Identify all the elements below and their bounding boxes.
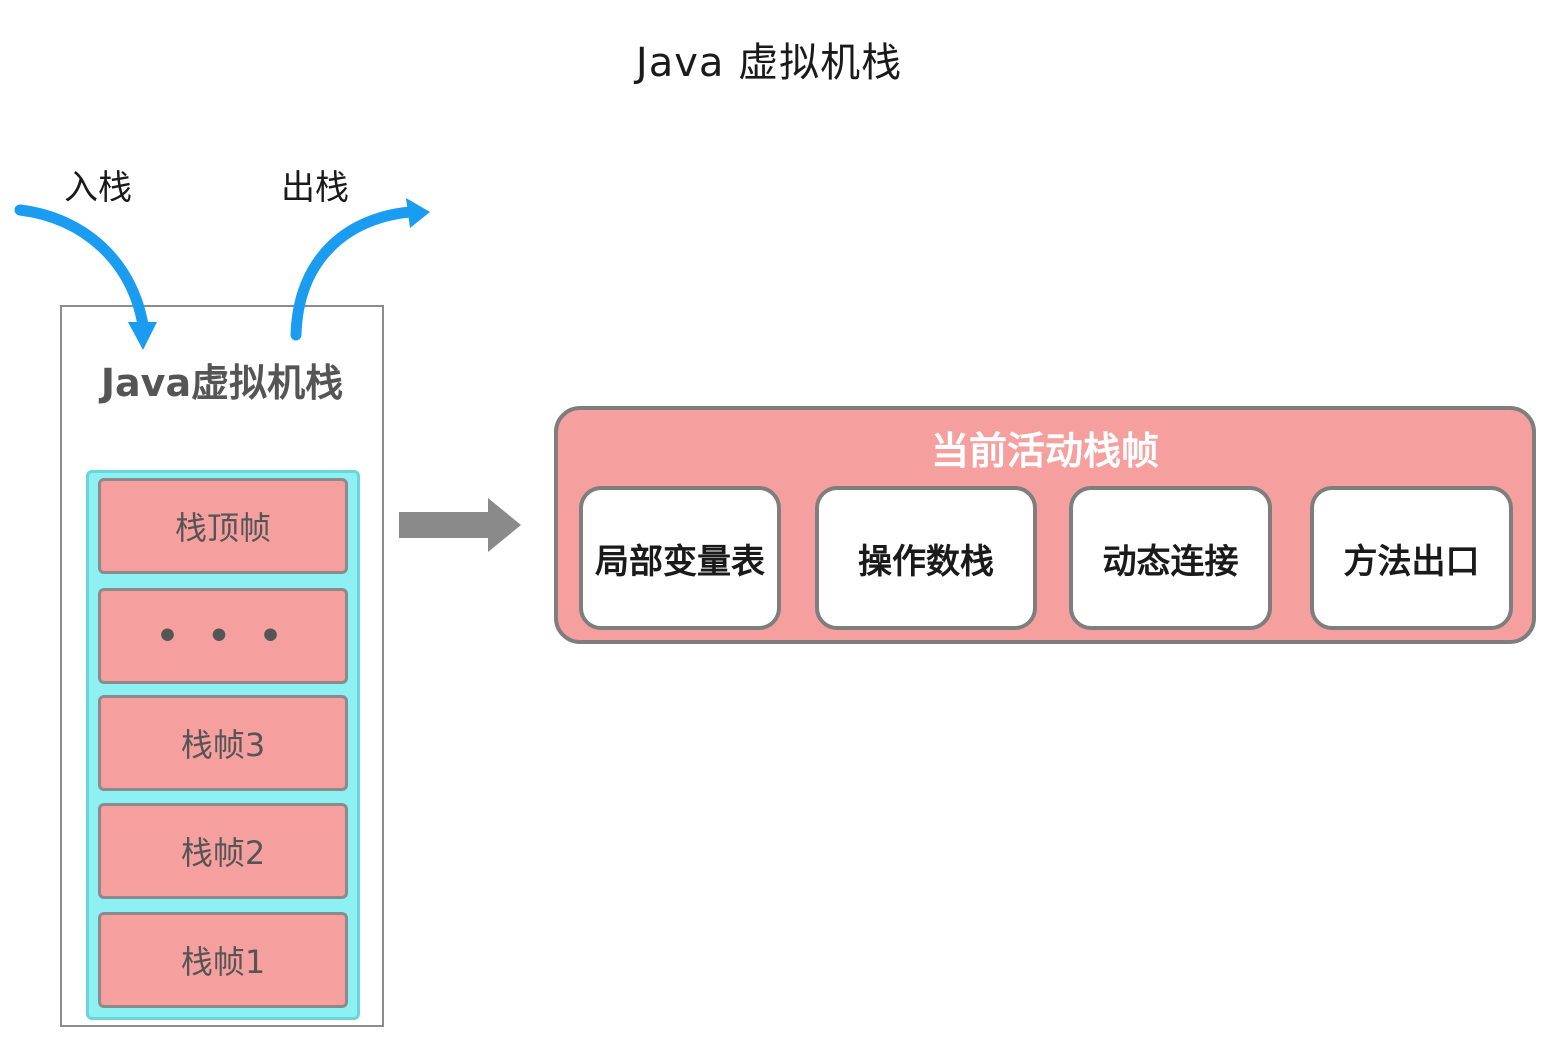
stack-frame-1: 栈帧1 <box>98 912 348 1008</box>
dynamic-linking-box: 动态连接 <box>1069 486 1272 630</box>
diagram-title: Java 虚拟机栈 <box>635 40 903 86</box>
pop-arrow-icon <box>290 206 416 341</box>
push-arrow-icon <box>14 204 149 331</box>
right-arrow-icon <box>399 498 521 552</box>
stack-frame-3: 栈帧3 <box>98 695 348 791</box>
push-label: 入栈 <box>64 168 132 208</box>
stack-frame-top: 栈顶帧 <box>98 478 348 574</box>
operand-stack-box: 操作数栈 <box>815 486 1037 630</box>
active-frame-title: 当前活动栈帧 <box>930 429 1159 473</box>
jvm-stack-title: Java虚拟机栈 <box>100 361 344 405</box>
local-variables-box: 局部变量表 <box>579 486 781 630</box>
pop-arrowhead-icon <box>406 198 430 228</box>
stack-frame-2: 栈帧2 <box>98 803 348 899</box>
method-exit-box: 方法出口 <box>1310 486 1513 630</box>
pop-label: 出栈 <box>281 168 349 208</box>
push-arrowhead-icon <box>128 322 157 350</box>
stack-frame-ellipsis: • • • <box>98 588 348 684</box>
